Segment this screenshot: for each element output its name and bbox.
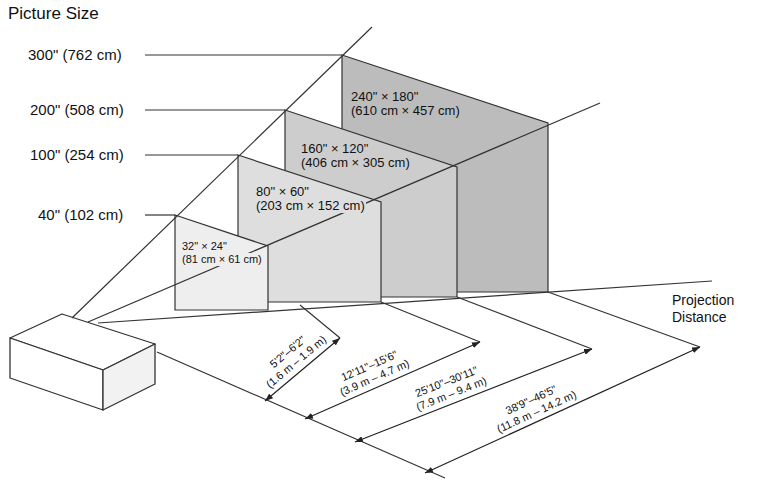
- beam-line: [88, 103, 600, 322]
- beam-line: [98, 281, 712, 323]
- distance-label-group: 38'9"–46'5"(11.8 m – 14.2 m): [488, 375, 579, 435]
- size-metric: (203 cm × 152 cm): [255, 199, 366, 213]
- size-label: 200" (508 cm): [30, 101, 124, 119]
- projector-front: [10, 338, 103, 410]
- size-inches: 240" × 180": [350, 90, 419, 104]
- size-label: 40" (102 cm): [38, 206, 123, 224]
- size-inches: 160" × 120": [300, 142, 369, 156]
- size-metric: (406 cm × 305 cm): [300, 156, 411, 170]
- size-metric: (610 cm × 457 cm): [350, 104, 461, 118]
- axis-label: Projection Distance: [672, 292, 752, 326]
- beam-line: [72, 27, 372, 318]
- distance-label-group: 25'10"–30'11"(7.9 m – 9.4 m): [408, 362, 489, 414]
- size-metric: (81 cm × 61 cm): [181, 253, 263, 266]
- size-inches: 80" × 60": [255, 185, 310, 199]
- projector-side: [103, 344, 155, 410]
- leader-line: [145, 154, 238, 155]
- size-label: 300" (762 cm): [28, 46, 122, 64]
- leader-line: [145, 54, 342, 55]
- screen-outline: [175, 215, 268, 310]
- distance-label-group: 5'2"–6'2"(1.6 m – 1.9 m): [255, 323, 330, 392]
- projector: [10, 314, 155, 410]
- distance-label-group: 12'11"–15'6"(3.9 m – 4.7 m): [332, 345, 413, 400]
- extension-line: [381, 302, 480, 342]
- leader-line: [145, 214, 175, 215]
- extension-line: [457, 297, 592, 349]
- size-inches: 32" × 24": [181, 240, 228, 253]
- diagram-title: Picture Size: [8, 4, 99, 24]
- leader-line: [145, 109, 285, 110]
- screen: 32" × 24"(81 cm × 61 cm): [175, 215, 268, 310]
- size-label: 100" (254 cm): [30, 146, 124, 164]
